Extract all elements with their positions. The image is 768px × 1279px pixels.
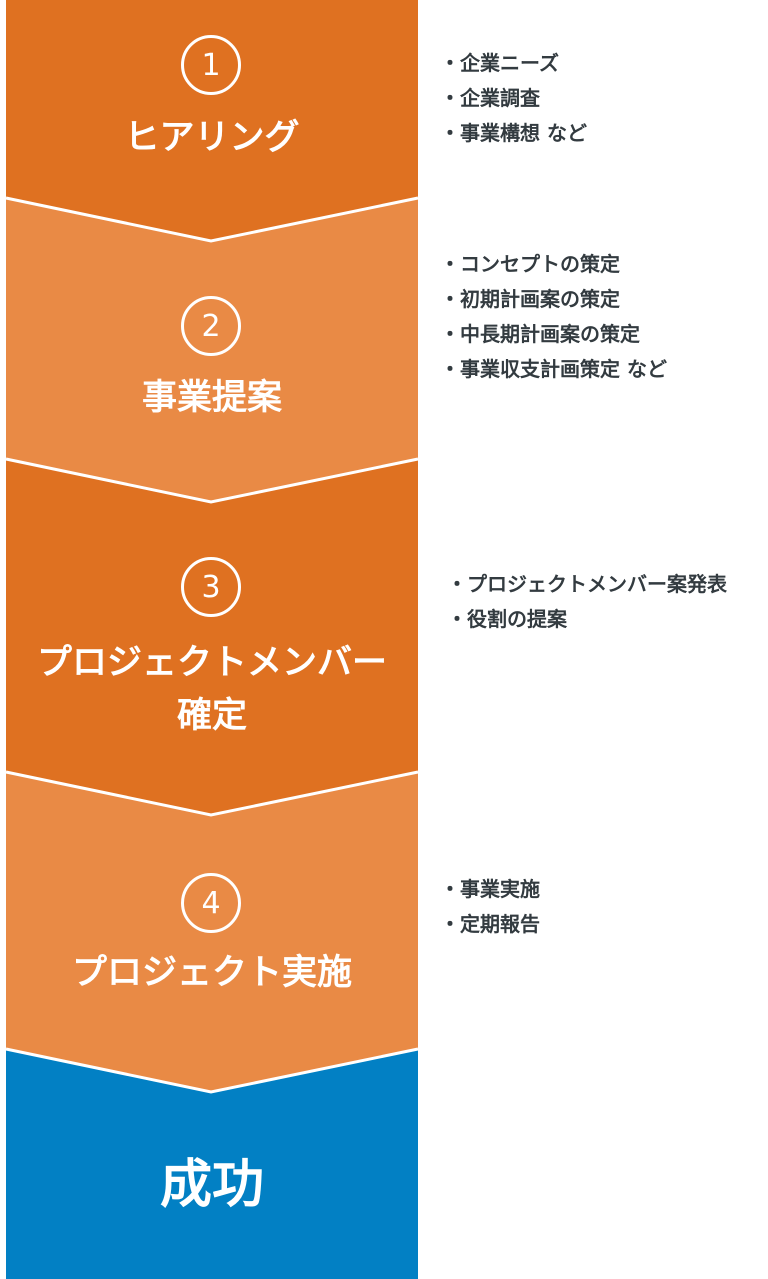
list-item: 事業構想 など: [446, 116, 587, 151]
list-item: 企業ニーズ: [446, 46, 587, 81]
divider: [5, 770, 419, 817]
list-item: プロジェクトメンバー案発表: [453, 567, 727, 602]
list-item: コンセプトの策定: [446, 247, 667, 282]
divider: [5, 457, 419, 504]
step-title-4: プロジェクト実施: [71, 953, 352, 993]
step-title-3-line2: 確定: [176, 696, 247, 736]
list-item: 事業実施: [446, 872, 540, 907]
step-2-details: コンセプトの策定 初期計画案の策定 中長期計画案の策定 事業収支計画策定 など: [446, 247, 667, 387]
list-item: 定期報告: [446, 907, 540, 942]
list-item: 初期計画案の策定: [446, 282, 667, 317]
divider: [5, 196, 419, 243]
step-title-3-line1: プロジェクトメンバー: [36, 643, 387, 683]
step-number-4: 4: [181, 873, 241, 933]
list-item: 中長期計画案の策定: [446, 317, 667, 352]
step-4-details: 事業実施 定期報告: [446, 872, 540, 942]
success-band: [6, 1049, 418, 1279]
step-3-details: プロジェクトメンバー案発表 役割の提案: [453, 567, 727, 637]
list-item: 企業調査: [446, 81, 587, 116]
list-item: 役割の提案: [453, 602, 727, 637]
step-title-2: 事業提案: [141, 378, 282, 418]
step-number-2: 2: [181, 296, 241, 356]
step-1-details: 企業ニーズ 企業調査 事業構想 など: [446, 46, 587, 151]
step-number-1: 1: [181, 35, 241, 95]
step-title-1: ヒアリング: [124, 118, 300, 158]
success-title: 成功: [159, 1155, 264, 1215]
step-number-3: 3: [181, 557, 241, 617]
divider: [5, 1047, 419, 1094]
list-item: 事業収支計画策定 など: [446, 352, 667, 387]
